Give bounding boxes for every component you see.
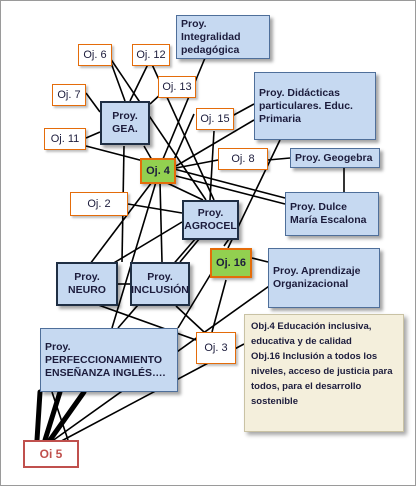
- link-oj4-perf: [111, 181, 157, 329]
- link-gea-oj7: [85, 92, 101, 113]
- link-didacticas-oj4: [175, 119, 255, 167]
- link-oj4-agrocel: [164, 181, 204, 201]
- link-inclusion-oj3: [175, 305, 205, 333]
- objective-oj16: Oj. 16: [210, 248, 252, 278]
- objective-oj13: Oj. 13: [158, 76, 196, 98]
- link-oj4-oj8: [175, 159, 219, 169]
- link-gea-oj6: [109, 59, 126, 102]
- link-gea-oj4: [143, 145, 153, 161]
- objective-oj2: Oj. 2: [70, 192, 128, 216]
- link-perf-oi5-a: [51, 391, 69, 441]
- link-didacticas-oj15: [231, 103, 255, 117]
- project-gea: Proy. GEA.: [100, 101, 150, 145]
- objective-oj15: Oj. 15: [196, 108, 234, 130]
- note-line-5: todos, para el desarrollo: [251, 381, 362, 392]
- project-perfeccionamiento: Proy. PERFECCIONAMIENTO ENSEÑANZA INGLÉS…: [40, 328, 178, 392]
- link-agrocel-inclusion: [179, 237, 201, 263]
- link-gea-oj11: [85, 131, 101, 139]
- project-integralidad: Proy. Integralidad pedagógica: [176, 15, 270, 59]
- objective-oj6: Oj. 6: [78, 44, 112, 66]
- objective-oj7: Oj. 7: [52, 84, 86, 106]
- objective-oj11: Oj. 11: [44, 128, 86, 150]
- link-gea-oj12: [129, 59, 151, 102]
- objective-oj3: Oj. 3: [196, 332, 236, 364]
- note-line-3: Obj.16 Inclusión a todos los: [251, 351, 378, 362]
- link-oj4-inclusion: [159, 181, 163, 263]
- link-oj16-perf: [177, 271, 213, 329]
- link-oj16-aprendizaje: [251, 257, 269, 263]
- objective-oj8: Oj. 8: [218, 148, 268, 170]
- link-oj8-geogebra: [267, 157, 291, 161]
- project-agrocel: Proy. AGROCEL: [182, 200, 239, 240]
- project-didacticas: Proy. Didácticas particulares. Educ. Pri…: [254, 72, 376, 140]
- link-oj2-agrocel: [127, 203, 183, 214]
- link-agrocel-neuro: [111, 221, 183, 265]
- project-aprendizaje: Proy. Aprendizaje Organizacional: [268, 248, 380, 308]
- note-line-1: Obj.4 Educación inclusiva,: [251, 321, 372, 332]
- thick-link-perf-oi5-c: [47, 389, 87, 443]
- thick-link-perf-oi5-a: [34, 389, 43, 443]
- link-oj16-oj3: [211, 279, 227, 333]
- note-line-6: sostenible: [251, 396, 298, 407]
- project-inclusion: Proy. INCLUSIÓN: [130, 262, 190, 306]
- note-line-2: educativa y de calidad: [251, 336, 352, 347]
- objective-oj4: Oj. 4: [140, 158, 176, 184]
- link-oj4-oj15-down: [173, 113, 195, 161]
- link-oj4-dulce: [175, 175, 286, 205]
- thick-link-perf-oi5-b: [42, 389, 63, 443]
- link-oj11-dulce: [85, 145, 286, 199]
- objective-oi5: Oi 5: [23, 440, 79, 468]
- link-oj6-agrocel: [109, 57, 207, 201]
- objectives-note: Obj.4 Educación inclusiva, educativa y d…: [244, 314, 404, 432]
- objective-oj12: Oj. 12: [132, 44, 170, 66]
- project-geogebra: Proy. Geogebra: [290, 148, 380, 168]
- project-neuro: Proy. NEURO: [56, 262, 118, 306]
- link-neuro-oj3: [89, 301, 197, 341]
- link-oj4-neuro: [89, 181, 153, 265]
- note-line-4: niveles, acceso de justicia para: [251, 366, 393, 377]
- link-oj15-agrocel: [209, 130, 215, 201]
- project-dulce-maria: Proy. Dulce María Escalona: [285, 192, 379, 236]
- link-integralidad-oj4: [162, 57, 206, 160]
